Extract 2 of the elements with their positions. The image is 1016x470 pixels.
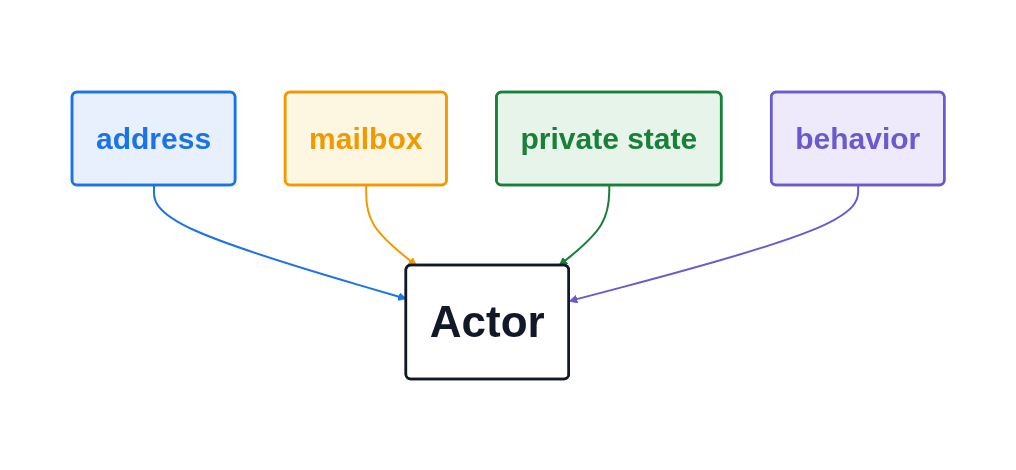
arrow xyxy=(558,184,611,266)
arrow xyxy=(568,184,860,303)
